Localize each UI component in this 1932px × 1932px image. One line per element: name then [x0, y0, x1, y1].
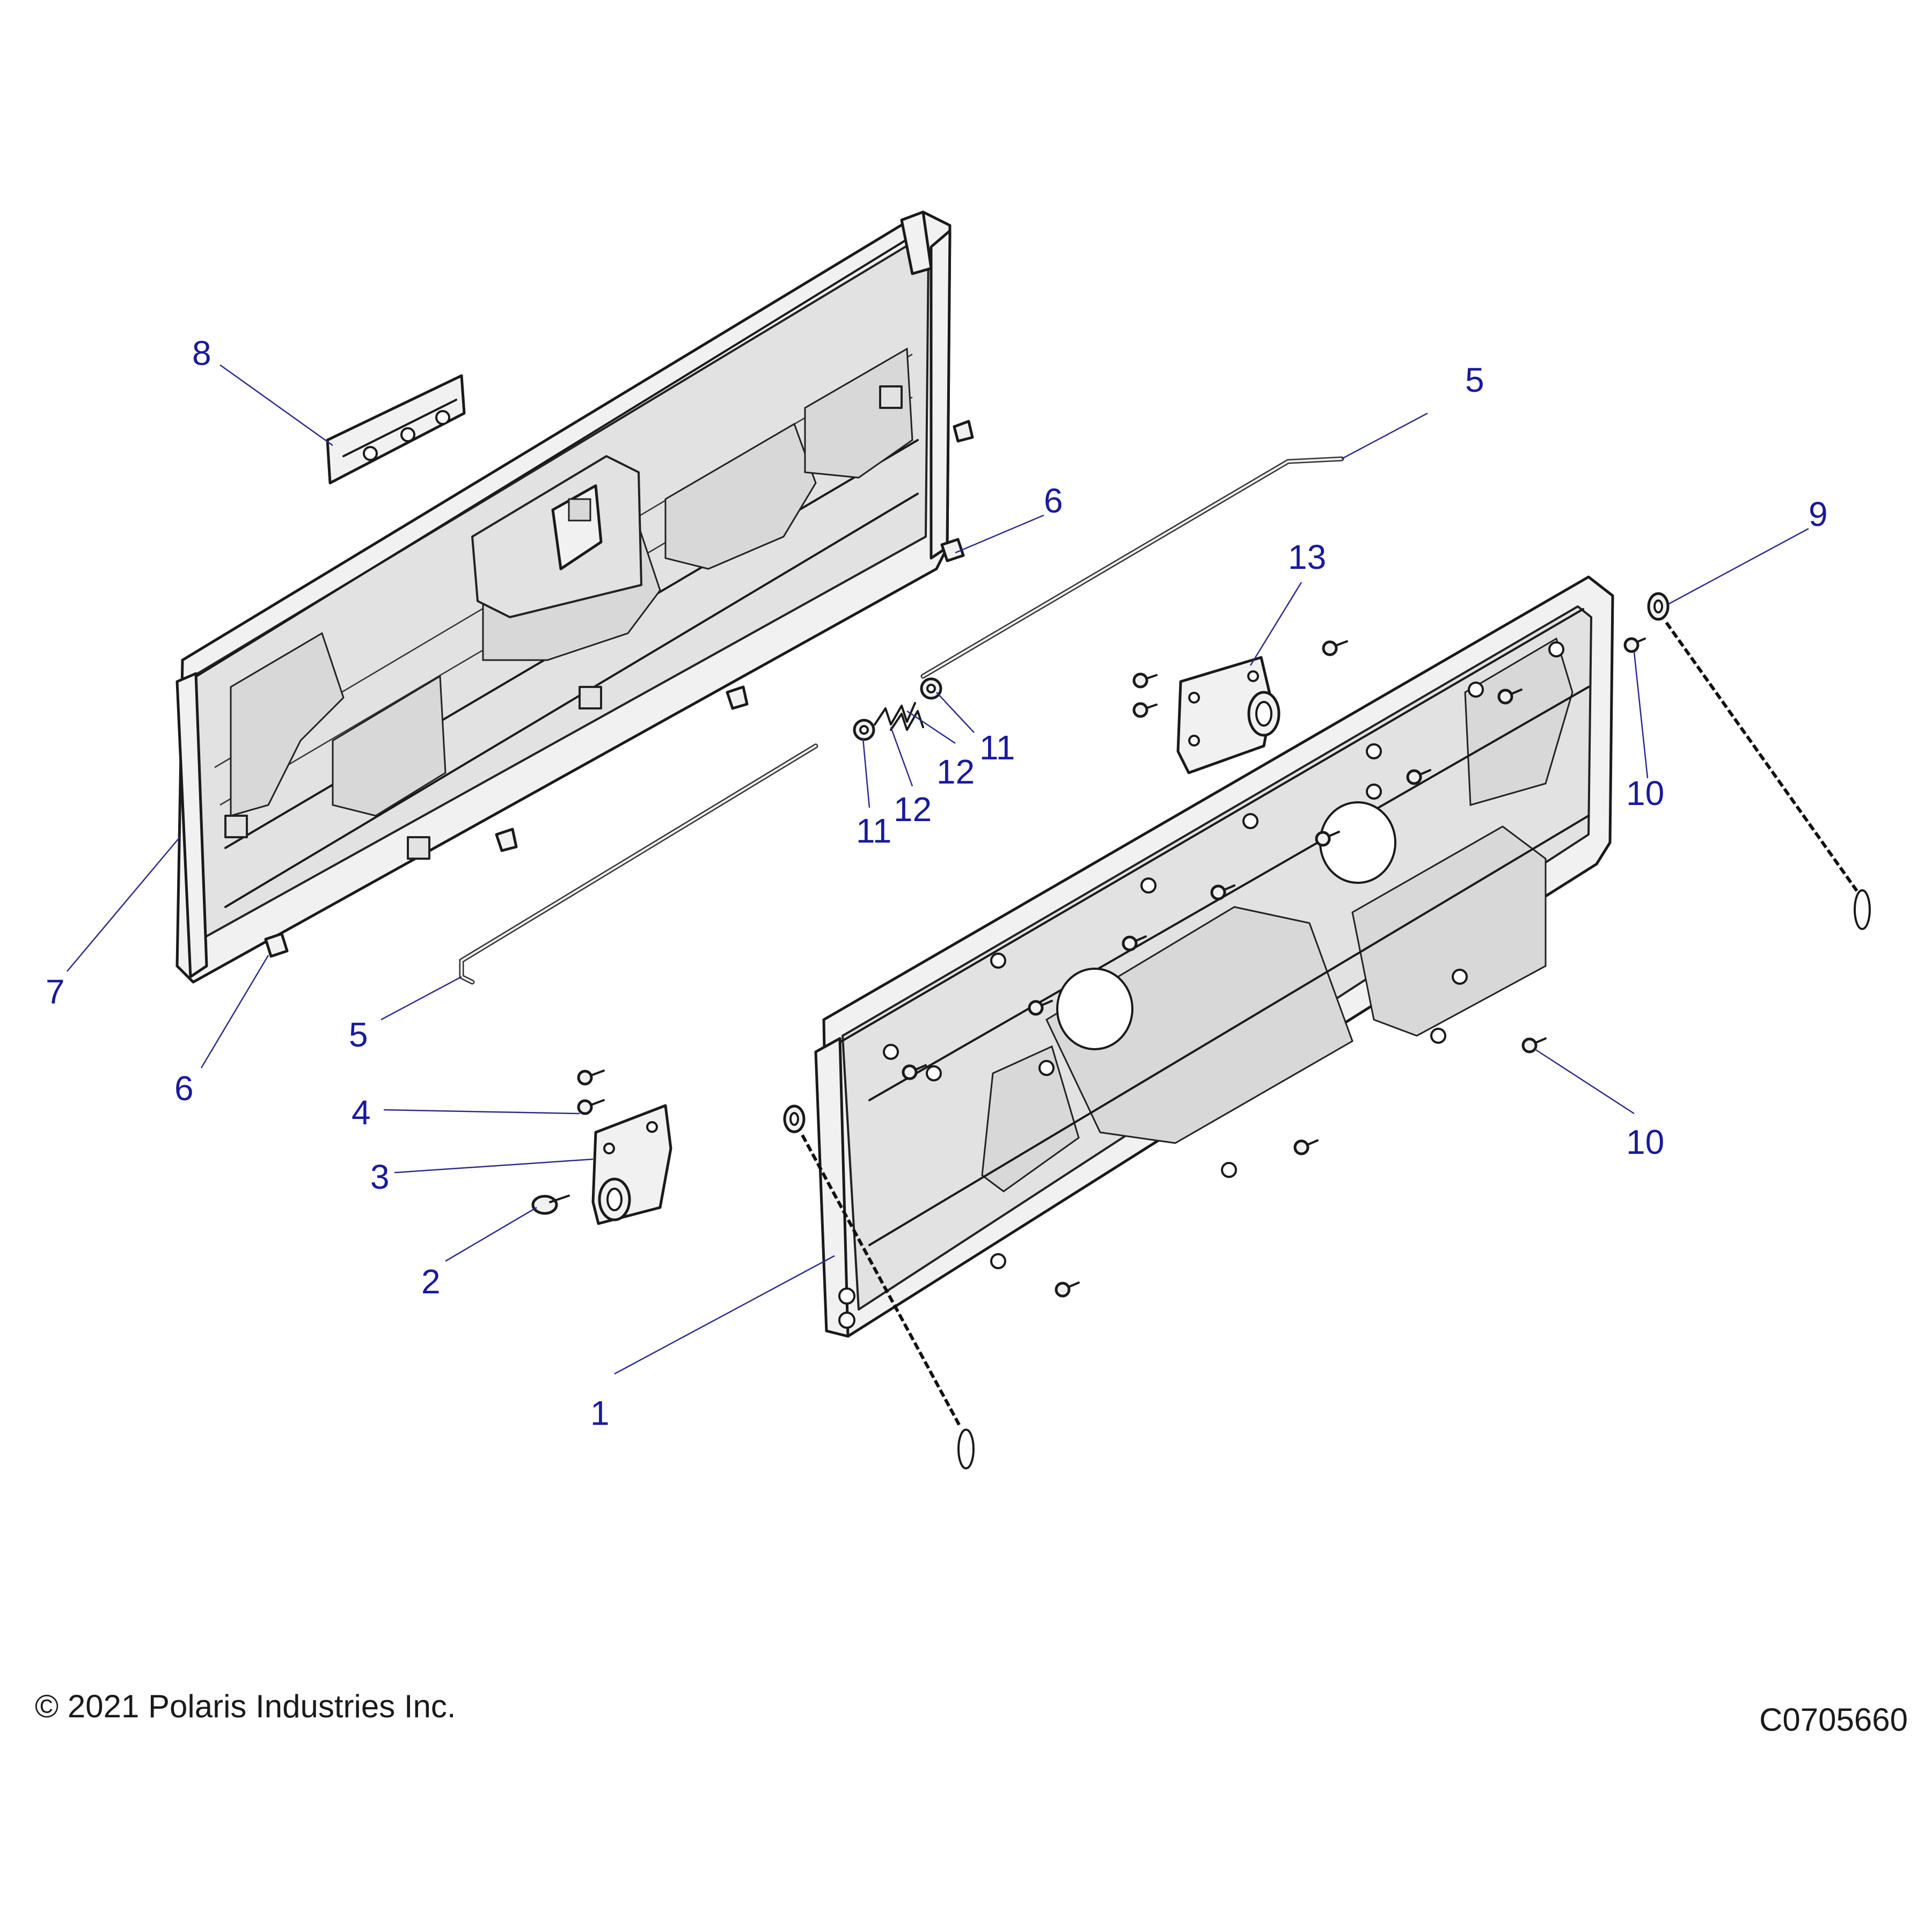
callout-5-upper: 5 [1465, 361, 1484, 399]
bushing-lower [853, 719, 875, 741]
callout-13: 13 [1288, 538, 1326, 576]
callout-1: 1 [590, 1394, 610, 1432]
support-cable-right [1647, 592, 1871, 930]
callout-9: 9 [1809, 495, 1828, 533]
drawing-number: C0705660 [1759, 1702, 1908, 1738]
callout-6-upper: 6 [1044, 481, 1063, 520]
lower-hinge [591, 1104, 672, 1225]
torsion-springs [874, 702, 924, 731]
callout-6-lower: 6 [174, 1069, 194, 1108]
support-cable-left [783, 1104, 975, 1469]
callout-12-upper: 12 [936, 752, 975, 791]
hinge-screws [577, 1070, 605, 1115]
callout-10-upper: 10 [1626, 774, 1664, 813]
callout-8: 8 [192, 334, 211, 372]
callout-labels: 1 2 3 4 5 5 6 6 7 8 9 10 10 11 11 12 12 … [46, 334, 1828, 1432]
callout-5-lower: 5 [349, 1015, 368, 1054]
callout-12-lower: 12 [894, 790, 932, 829]
inner-tailgate-frame [175, 210, 952, 984]
callout-3: 3 [370, 1158, 390, 1196]
callout-11-upper: 11 [979, 728, 1015, 767]
flange-washer [531, 1195, 570, 1215]
callout-7: 7 [46, 972, 65, 1011]
leader-lines [67, 364, 1809, 1375]
callout-2: 2 [421, 1262, 441, 1301]
callout-4: 4 [352, 1093, 371, 1132]
outer-tailgate-panel [814, 575, 1614, 1338]
upper-hinge [1176, 656, 1280, 774]
callout-10-lower: 10 [1626, 1123, 1664, 1161]
copyright-notice: © 2021 Polaris Industries Inc. [35, 1688, 456, 1724]
latch-rod-upper [920, 456, 1344, 679]
bushing-upper [920, 677, 942, 700]
hinge-bolts-upper [1132, 640, 1348, 718]
push-clip-upper [940, 420, 974, 562]
push-clip-lower [264, 685, 749, 958]
callout-11-lower: 11 [856, 811, 891, 850]
hinge-bracket-strip [326, 374, 466, 485]
latch-rod-lower [459, 743, 818, 985]
panel-bolts [902, 637, 1646, 1298]
